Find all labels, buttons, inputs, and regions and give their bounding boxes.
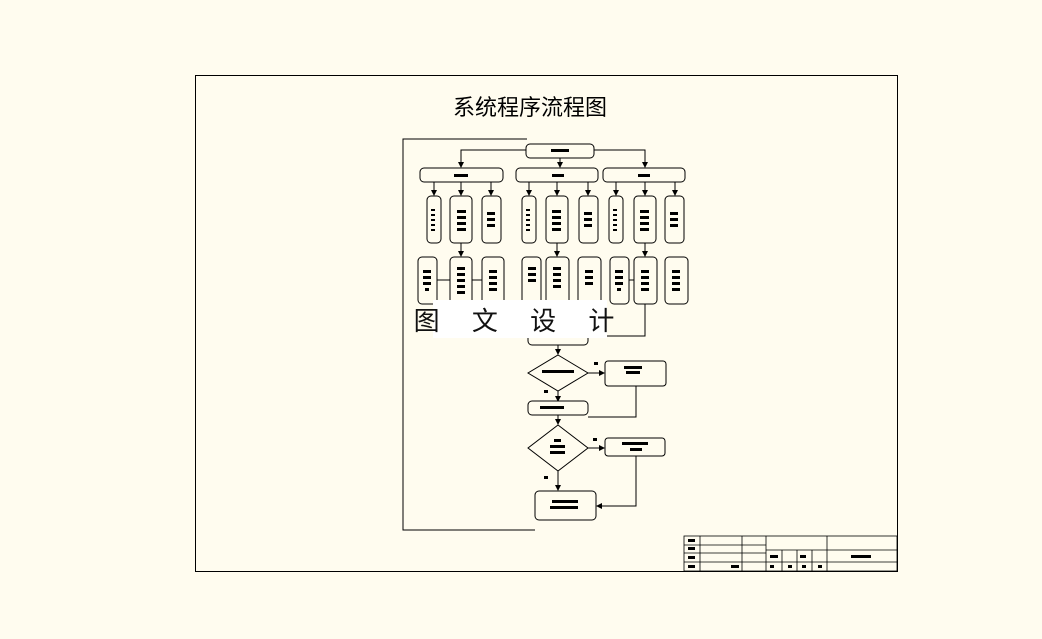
watermark-text: 图 文 设 计 bbox=[413, 306, 627, 337]
start-node bbox=[525, 143, 595, 159]
title-block bbox=[683, 535, 898, 572]
process3-return bbox=[596, 456, 637, 509]
diagram-title: 系统程序流程图 bbox=[453, 96, 607, 121]
sub-node-row1-marks bbox=[431, 209, 678, 231]
loop-back-line bbox=[402, 138, 535, 531]
watermark-box: 图 文 设 计 bbox=[414, 300, 614, 338]
sub-node-row1 bbox=[426, 195, 685, 244]
process-3 bbox=[604, 437, 666, 457]
end-node bbox=[534, 490, 597, 521]
header-to-sub-arrows bbox=[431, 182, 678, 196]
process-1 bbox=[604, 360, 667, 387]
module-header-1 bbox=[419, 167, 504, 183]
module-header-2 bbox=[515, 167, 599, 183]
module-header-3 bbox=[602, 167, 686, 183]
drawing-border bbox=[195, 75, 898, 572]
title-block-marks bbox=[688, 539, 871, 568]
row1-to-row2-arrows bbox=[458, 243, 648, 257]
sub-node-row2-marks bbox=[423, 267, 680, 294]
process-2 bbox=[527, 400, 589, 416]
decision-2 bbox=[527, 424, 589, 472]
decision-1 bbox=[527, 354, 589, 392]
process1-return bbox=[588, 386, 637, 418]
